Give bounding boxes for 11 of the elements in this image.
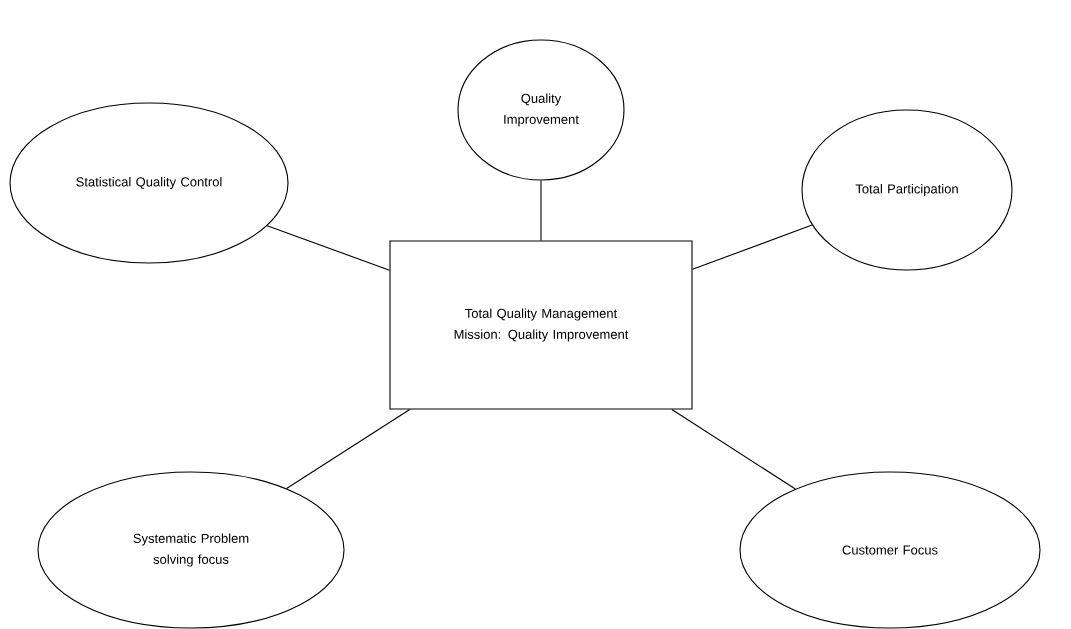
ellipse-node: Quality Improvement [457, 39, 625, 181]
connector-line [286, 409, 411, 490]
ellipse-node: Systematic Problem solving focus [37, 471, 345, 629]
center-box: Total Quality Management Mission: Quality Improvement [389, 240, 693, 410]
connector-line [266, 225, 390, 271]
ellipse-node: Customer Focus [739, 471, 1041, 629]
connector-line [671, 409, 796, 490]
connector-line [692, 224, 813, 270]
connector-line [540, 180, 542, 241]
ellipse-node: Total Participation [801, 109, 1013, 271]
ellipse-node: Statistical Quality Control [9, 102, 289, 264]
